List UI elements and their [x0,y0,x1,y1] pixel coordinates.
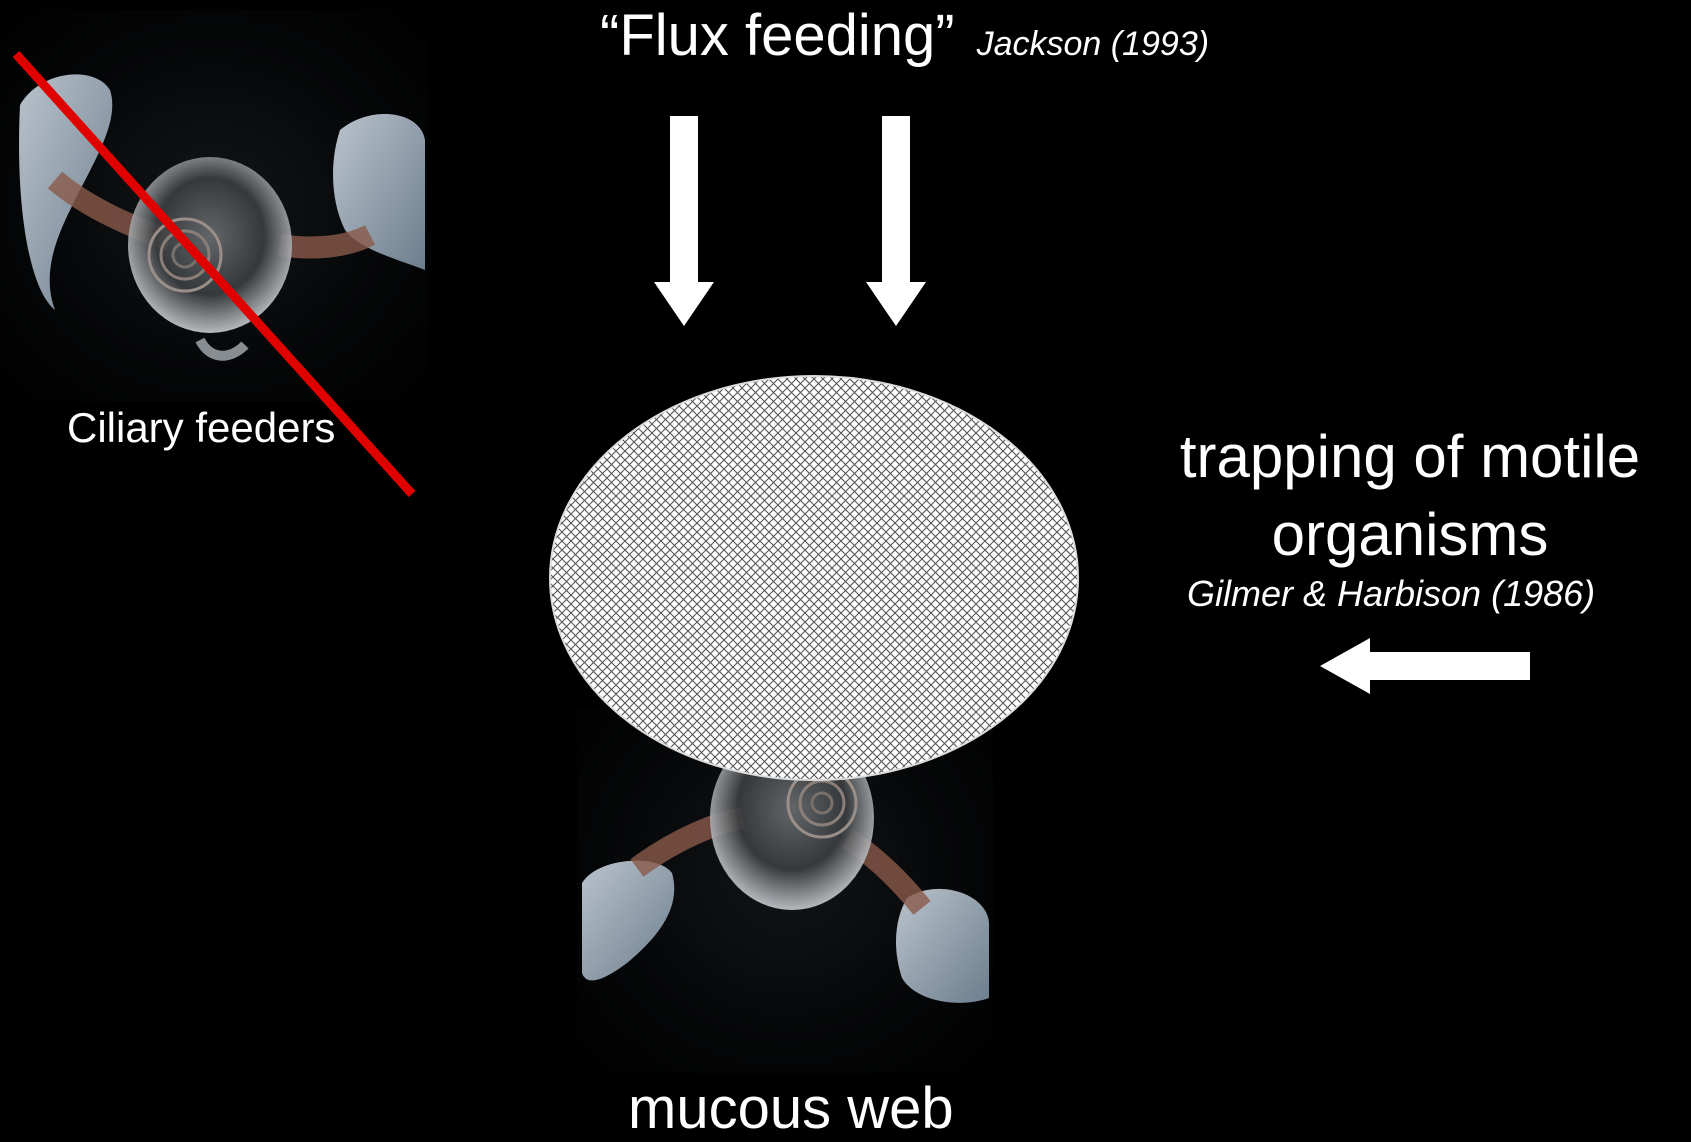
flux-arrows [640,110,940,330]
trapping-citation: Gilmer & Harbison (1986) [1187,573,1595,615]
down-arrow-left-icon [654,116,714,326]
strike-through-line [0,0,440,510]
mucous-web-ellipse [544,370,1084,790]
title-citation: Jackson (1993) [977,25,1209,63]
trapping-label: trapping of motile organisms [1150,418,1670,574]
title-text: “Flux feeding” [600,3,955,68]
down-arrow-right-icon [866,116,926,326]
slide-title: “Flux feeding” Jackson (1993) [600,2,1209,69]
mucous-web-label: mucous web [628,1075,954,1142]
left-arrow-icon [1318,636,1534,696]
